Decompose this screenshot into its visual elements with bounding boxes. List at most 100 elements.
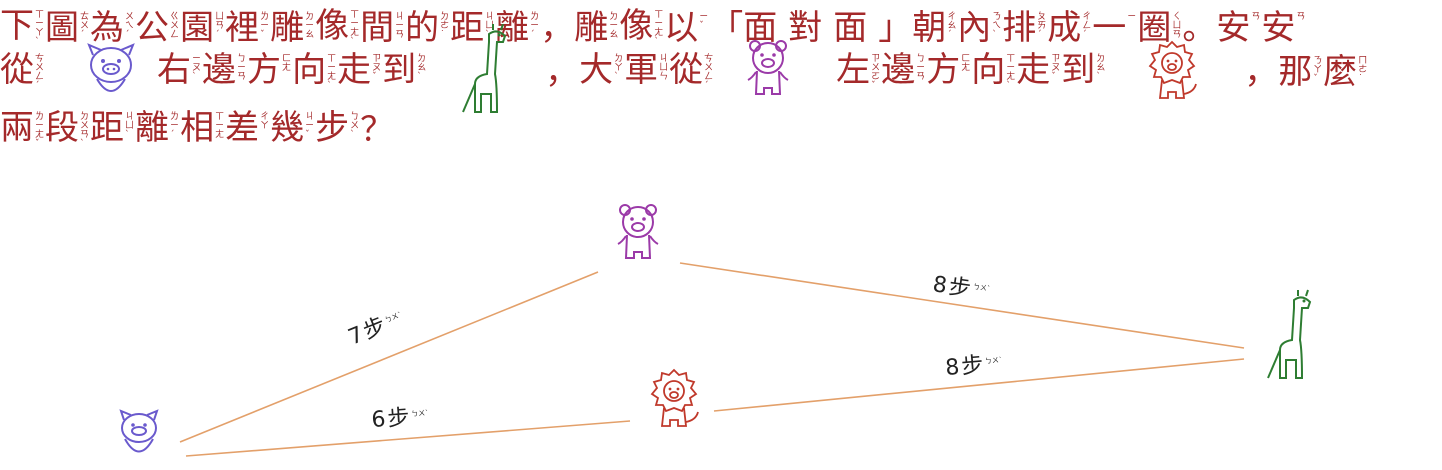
hanzi: 右	[157, 50, 192, 90]
svg-text:ㄅㄨˋ: ㄅㄨˋ	[972, 283, 990, 293]
bopomofo: ㄉㄧㄠ	[305, 12, 315, 40]
svg-text:ㄅㄨˋ: ㄅㄨˋ	[384, 310, 403, 324]
bopomofo: ㄈㄤ	[961, 54, 971, 73]
hanzi: 從	[0, 50, 34, 90]
char-with-bopomofo: 公ㄍㄨㄥ	[135, 11, 180, 45]
hanzi: 幾	[270, 108, 305, 148]
svg-text:8: 8	[931, 272, 948, 299]
hanzi: 面	[833, 8, 868, 48]
hanzi: 大	[579, 50, 614, 90]
edge-lion-giraffe	[713, 358, 1245, 412]
hanzi: 兩	[0, 108, 34, 148]
hanzi: 步	[315, 108, 350, 148]
char-with-bopomofo: 邊ㄅㄧㄢ	[202, 53, 247, 91]
hanzi: 下	[0, 6, 34, 46]
bopomofo: ㄍㄨㄥ	[170, 12, 180, 40]
lion-statue-icon	[650, 368, 699, 427]
question-comma-1: ，	[545, 52, 580, 92]
char-with-bopomofo: 安ㄢ	[1216, 11, 1261, 45]
char-with-bopomofo: 差ㄔㄚ	[225, 111, 270, 149]
hanzi: 雕	[270, 8, 305, 48]
char-with-bopomofo: 一ㄧ	[1092, 11, 1137, 45]
char-with-bopomofo: 圈ㄑㄩㄢ	[1137, 11, 1182, 45]
svg-text:步: 步	[947, 274, 972, 302]
hanzi: 向	[292, 50, 327, 90]
bear-statue-icon	[742, 38, 794, 106]
hanzi: 內	[957, 8, 992, 48]
hanzi: 距	[450, 8, 485, 48]
hanzi: 離	[135, 108, 170, 148]
edge-label-pig-bear: 7 步 ㄅㄨˋ	[345, 310, 403, 350]
char-with-bopomofo: 面	[833, 11, 878, 45]
hanzi: 走	[337, 50, 372, 90]
char-with-bopomofo: 方ㄈㄤ	[247, 53, 292, 91]
bopomofo: ㄉㄜ˙	[440, 12, 450, 40]
punctuation: 「	[709, 8, 744, 48]
char-with-bopomofo: 雕ㄉㄧㄠ	[574, 11, 619, 45]
char-with-bopomofo: 方ㄈㄤ	[926, 53, 971, 91]
edge-label-pig-lion: 6 步 ㄅㄨˋ	[371, 405, 429, 433]
svg-text:8: 8	[944, 355, 960, 381]
hanzi: 安	[1216, 8, 1251, 48]
hanzi: 朝	[912, 8, 947, 48]
bopomofo: ㄐㄧㄢ	[395, 12, 405, 40]
hanzi: 成	[1047, 8, 1082, 48]
bopomofo: ㄅㄧㄢ	[237, 54, 247, 82]
char-with-bopomofo: 對	[788, 11, 833, 45]
char-with-bopomofo: 軍ㄐㄩㄣ	[624, 53, 669, 91]
bopomofo	[778, 11, 787, 13]
hanzi: 一	[1092, 8, 1127, 48]
hanzi: 從	[669, 50, 704, 90]
hanzi: 對	[788, 8, 823, 48]
char-with-bopomofo: 相ㄒㄧㄤ	[180, 111, 225, 149]
svg-text:ㄅㄨˋ: ㄅㄨˋ	[411, 409, 429, 418]
hanzi: 像	[619, 6, 654, 46]
hanzi: 以	[664, 8, 699, 48]
punctuation: ，	[540, 8, 575, 48]
hanzi: 的	[405, 8, 440, 48]
hanzi: 差	[225, 108, 260, 148]
edge-label-bear-giraffe: 8 步 ㄅㄨˋ	[931, 272, 991, 302]
